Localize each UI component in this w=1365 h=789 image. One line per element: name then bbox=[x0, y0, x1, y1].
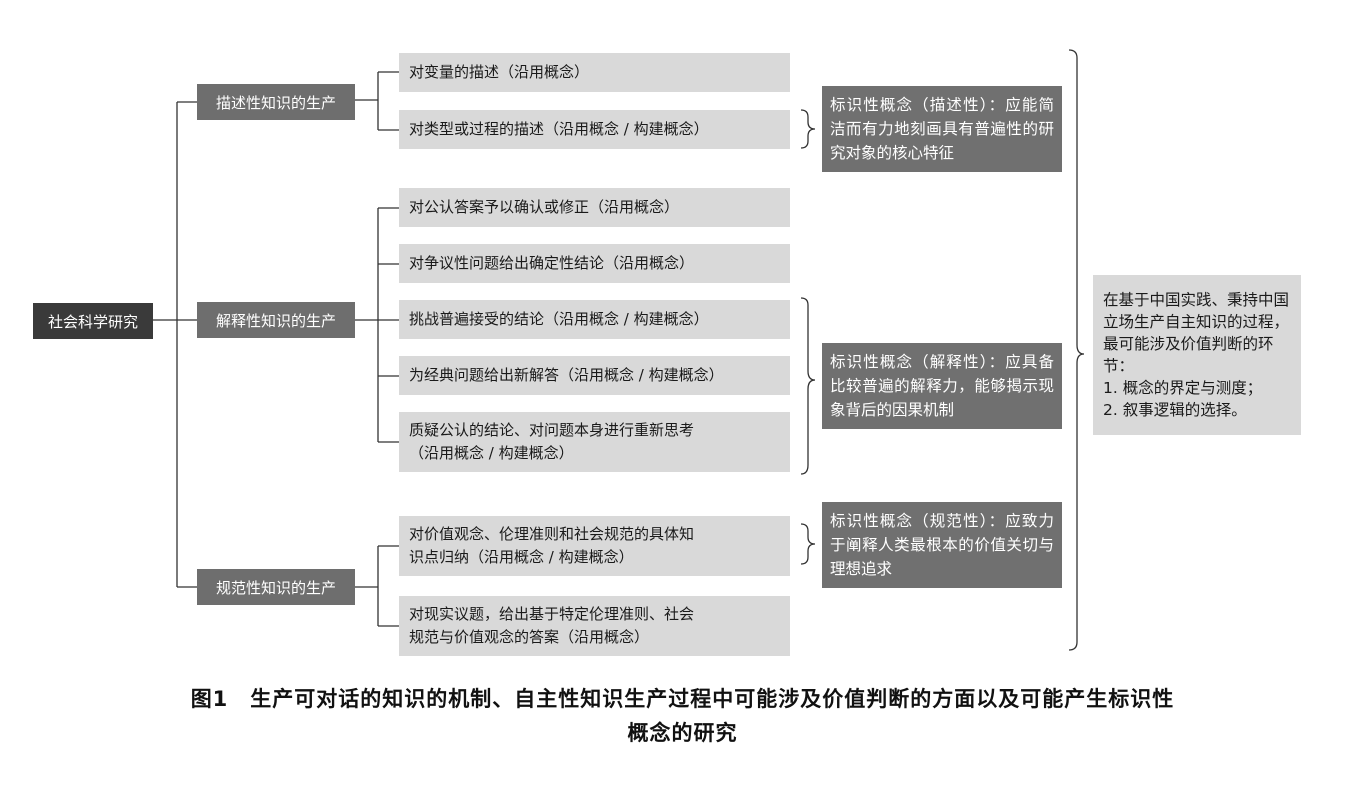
concept-text: 标识性概念（规范性）：应致力于阐释人类最根本的价值关切与理想追求 bbox=[830, 512, 1054, 578]
figure-caption: 图1 生产可对话的知识的机制、自主性知识生产过程中可能涉及价值判断的方面以及可能… bbox=[30, 682, 1335, 750]
caption-line-2: 概念的研究 bbox=[627, 721, 738, 745]
brace-descriptive bbox=[800, 109, 816, 149]
concept-text: 标识性概念（解释性）：应具备比较普遍的解释力，能够揭示现象背后的因果机制 bbox=[830, 353, 1054, 419]
item-node: 对变量的描述（沿用概念） bbox=[399, 53, 790, 92]
item-text: 对现实议题，给出基于特定伦理准则、社会 规范与价值观念的答案（沿用概念） bbox=[409, 605, 695, 646]
summary-note: 在基于中国实践、秉持中国立场生产自主知识的过程，最可能涉及价值判断的环节： 1.… bbox=[1093, 275, 1301, 435]
item-node: 为经典问题给出新解答（沿用概念 / 构建概念） bbox=[399, 356, 790, 395]
concept-normative: 标识性概念（规范性）：应致力于阐释人类最根本的价值关切与理想追求 bbox=[822, 502, 1062, 588]
item-text: 挑战普遍接受的结论（沿用概念 / 构建概念） bbox=[409, 310, 709, 328]
item-node: 对价值观念、伦理准则和社会规范的具体知 识点归纳（沿用概念 / 构建概念） bbox=[399, 516, 790, 576]
category-label: 规范性知识的生产 bbox=[215, 578, 336, 597]
item-node: 对现实议题，给出基于特定伦理准则、社会 规范与价值观念的答案（沿用概念） bbox=[399, 596, 790, 656]
concept-descriptive: 标识性概念（描述性）：应能简洁而有力地刻画具有普遍性的研究对象的核心特征 bbox=[822, 86, 1062, 172]
category-explanatory: 解释性知识的生产 bbox=[197, 302, 355, 338]
concept-text: 标识性概念（描述性）：应能简洁而有力地刻画具有普遍性的研究对象的核心特征 bbox=[830, 96, 1054, 162]
item-text: 对变量的描述（沿用概念） bbox=[409, 63, 590, 81]
caption-line-1: 图1 生产可对话的知识的机制、自主性知识生产过程中可能涉及价值判断的方面以及可能… bbox=[190, 687, 1175, 711]
item-node: 对公认答案予以确认或修正（沿用概念） bbox=[399, 188, 790, 227]
item-node: 质疑公认的结论、对问题本身进行重新思考 （沿用概念 / 构建概念） bbox=[399, 412, 790, 472]
item-text: 对类型或过程的描述（沿用概念 / 构建概念） bbox=[409, 120, 709, 138]
brace-normative bbox=[800, 523, 816, 565]
category-label: 描述性知识的生产 bbox=[215, 93, 336, 112]
item-text: 对公认答案予以确认或修正（沿用概念） bbox=[409, 198, 680, 216]
item-node: 对争议性问题给出确定性结论（沿用概念） bbox=[399, 244, 790, 283]
item-text: 质疑公认的结论、对问题本身进行重新思考 （沿用概念 / 构建概念） bbox=[409, 421, 695, 462]
brace-explanatory bbox=[800, 297, 816, 475]
category-descriptive: 描述性知识的生产 bbox=[197, 84, 355, 120]
item-node: 挑战普遍接受的结论（沿用概念 / 构建概念） bbox=[399, 300, 790, 339]
category-label: 解释性知识的生产 bbox=[215, 311, 336, 330]
item-text: 为经典问题给出新解答（沿用概念 / 构建概念） bbox=[409, 366, 724, 384]
item-text: 对价值观念、伦理准则和社会规范的具体知 识点归纳（沿用概念 / 构建概念） bbox=[409, 525, 695, 566]
root-label: 社会科学研究 bbox=[47, 312, 138, 331]
item-text: 对争议性问题给出确定性结论（沿用概念） bbox=[409, 254, 695, 272]
concept-explanatory: 标识性概念（解释性）：应具备比较普遍的解释力，能够揭示现象背后的因果机制 bbox=[822, 343, 1062, 429]
root-node: 社会科学研究 bbox=[33, 303, 153, 339]
brace-summary bbox=[1068, 49, 1085, 651]
item-node: 对类型或过程的描述（沿用概念 / 构建概念） bbox=[399, 110, 790, 149]
category-normative: 规范性知识的生产 bbox=[197, 569, 355, 605]
summary-text: 在基于中国实践、秉持中国立场生产自主知识的过程，最可能涉及价值判断的环节： 1.… bbox=[1103, 291, 1290, 419]
